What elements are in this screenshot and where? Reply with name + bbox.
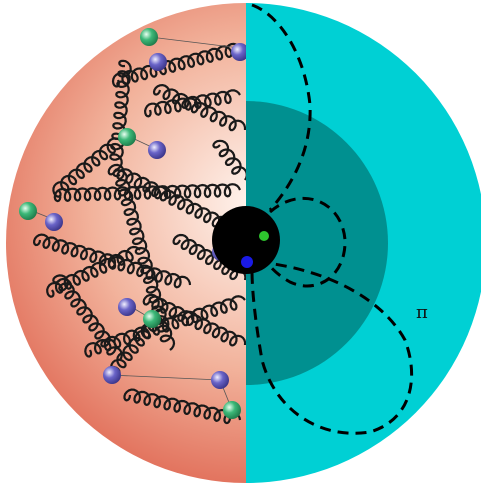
- quark-purple-icon: [148, 141, 166, 159]
- quark-green-icon: [19, 202, 37, 220]
- quark-purple-icon: [45, 213, 63, 231]
- gluon-coil: [212, 139, 246, 181]
- core-dot-blue: [241, 256, 253, 268]
- pion-loop-large-lower: [250, 260, 413, 435]
- quark-purple-icon: [149, 53, 167, 71]
- gluon-coil: [142, 293, 246, 347]
- gluon-coil: [152, 83, 246, 132]
- pion-loops: [250, 3, 413, 435]
- pion-loop-large-upper: [251, 3, 312, 211]
- gluon-coil: [143, 89, 241, 118]
- quark-purple-icon: [103, 366, 121, 384]
- quark-green-icon: [223, 401, 241, 419]
- gluon-coil: [52, 274, 123, 361]
- gluon-coil: [107, 163, 246, 237]
- gluon-coil: [53, 183, 241, 203]
- quark-connector: [109, 374, 221, 381]
- gluon-coil: [111, 42, 241, 88]
- quark-green-icon: [140, 28, 158, 46]
- gluon-coil: [52, 137, 121, 198]
- gluon-coil: [109, 59, 132, 172]
- sphere-disc: [6, 3, 246, 483]
- quark-green-icon: [143, 310, 161, 328]
- hadron-hemisphere: [246, 3, 481, 483]
- core-dot-green: [259, 231, 269, 241]
- pion-label: π: [416, 302, 428, 323]
- quark-connector: [149, 36, 241, 49]
- quark-green-icon: [118, 128, 136, 146]
- quark-purple-icon: [211, 371, 229, 389]
- quark-purple-icon: [231, 43, 246, 61]
- gluon-coil: [123, 388, 242, 425]
- inner-region: [246, 101, 388, 385]
- pion-loop-small: [260, 196, 347, 288]
- quark-purple-icon: [118, 298, 136, 316]
